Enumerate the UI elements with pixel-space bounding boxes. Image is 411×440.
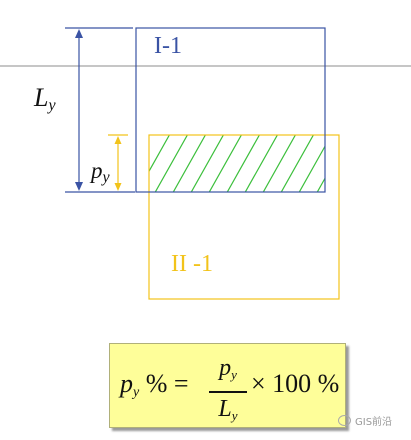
py-label-main: p: [91, 158, 103, 183]
formula-lhs-rest: % =: [139, 369, 189, 398]
ly-label-sub: y: [48, 97, 56, 114]
box-i-1: [135, 27, 326, 193]
box-ii-1: [148, 134, 340, 300]
py-label: py: [91, 158, 110, 187]
ly-label-main: L: [34, 83, 49, 112]
formula-lhs-sub: y: [133, 385, 140, 400]
ly-label: Ly: [34, 83, 56, 115]
dimension-line-ly: [65, 27, 135, 193]
formula-lhs-var: p: [120, 369, 133, 398]
formula-box: py % = py Ly × 100 %: [109, 343, 346, 428]
box-ii-1-label: II -1: [171, 251, 213, 277]
watermark: GIS前沿: [338, 413, 392, 428]
formula-den-sub: y: [231, 407, 238, 423]
box-i-1-label: I-1: [154, 33, 182, 59]
formula-lhs: py % =: [120, 369, 189, 401]
formula-rhs: × 100 %: [251, 369, 340, 398]
formula-num-var: p: [219, 355, 232, 381]
formula-fraction: py Ly: [208, 352, 248, 432]
py-label-sub: y: [102, 169, 110, 186]
formula-den-var: L: [218, 395, 232, 422]
fraction-bar: [209, 391, 247, 393]
watermark-text: GIS前沿: [355, 417, 393, 428]
chat-bubble-icon: [338, 415, 351, 426]
formula-numerator: py: [208, 352, 248, 391]
dimension-line-py: [108, 134, 128, 191]
formula-num-sub: y: [231, 367, 237, 382]
overlap-hatch: [149, 135, 325, 192]
formula-denominator: Ly: [208, 393, 248, 432]
